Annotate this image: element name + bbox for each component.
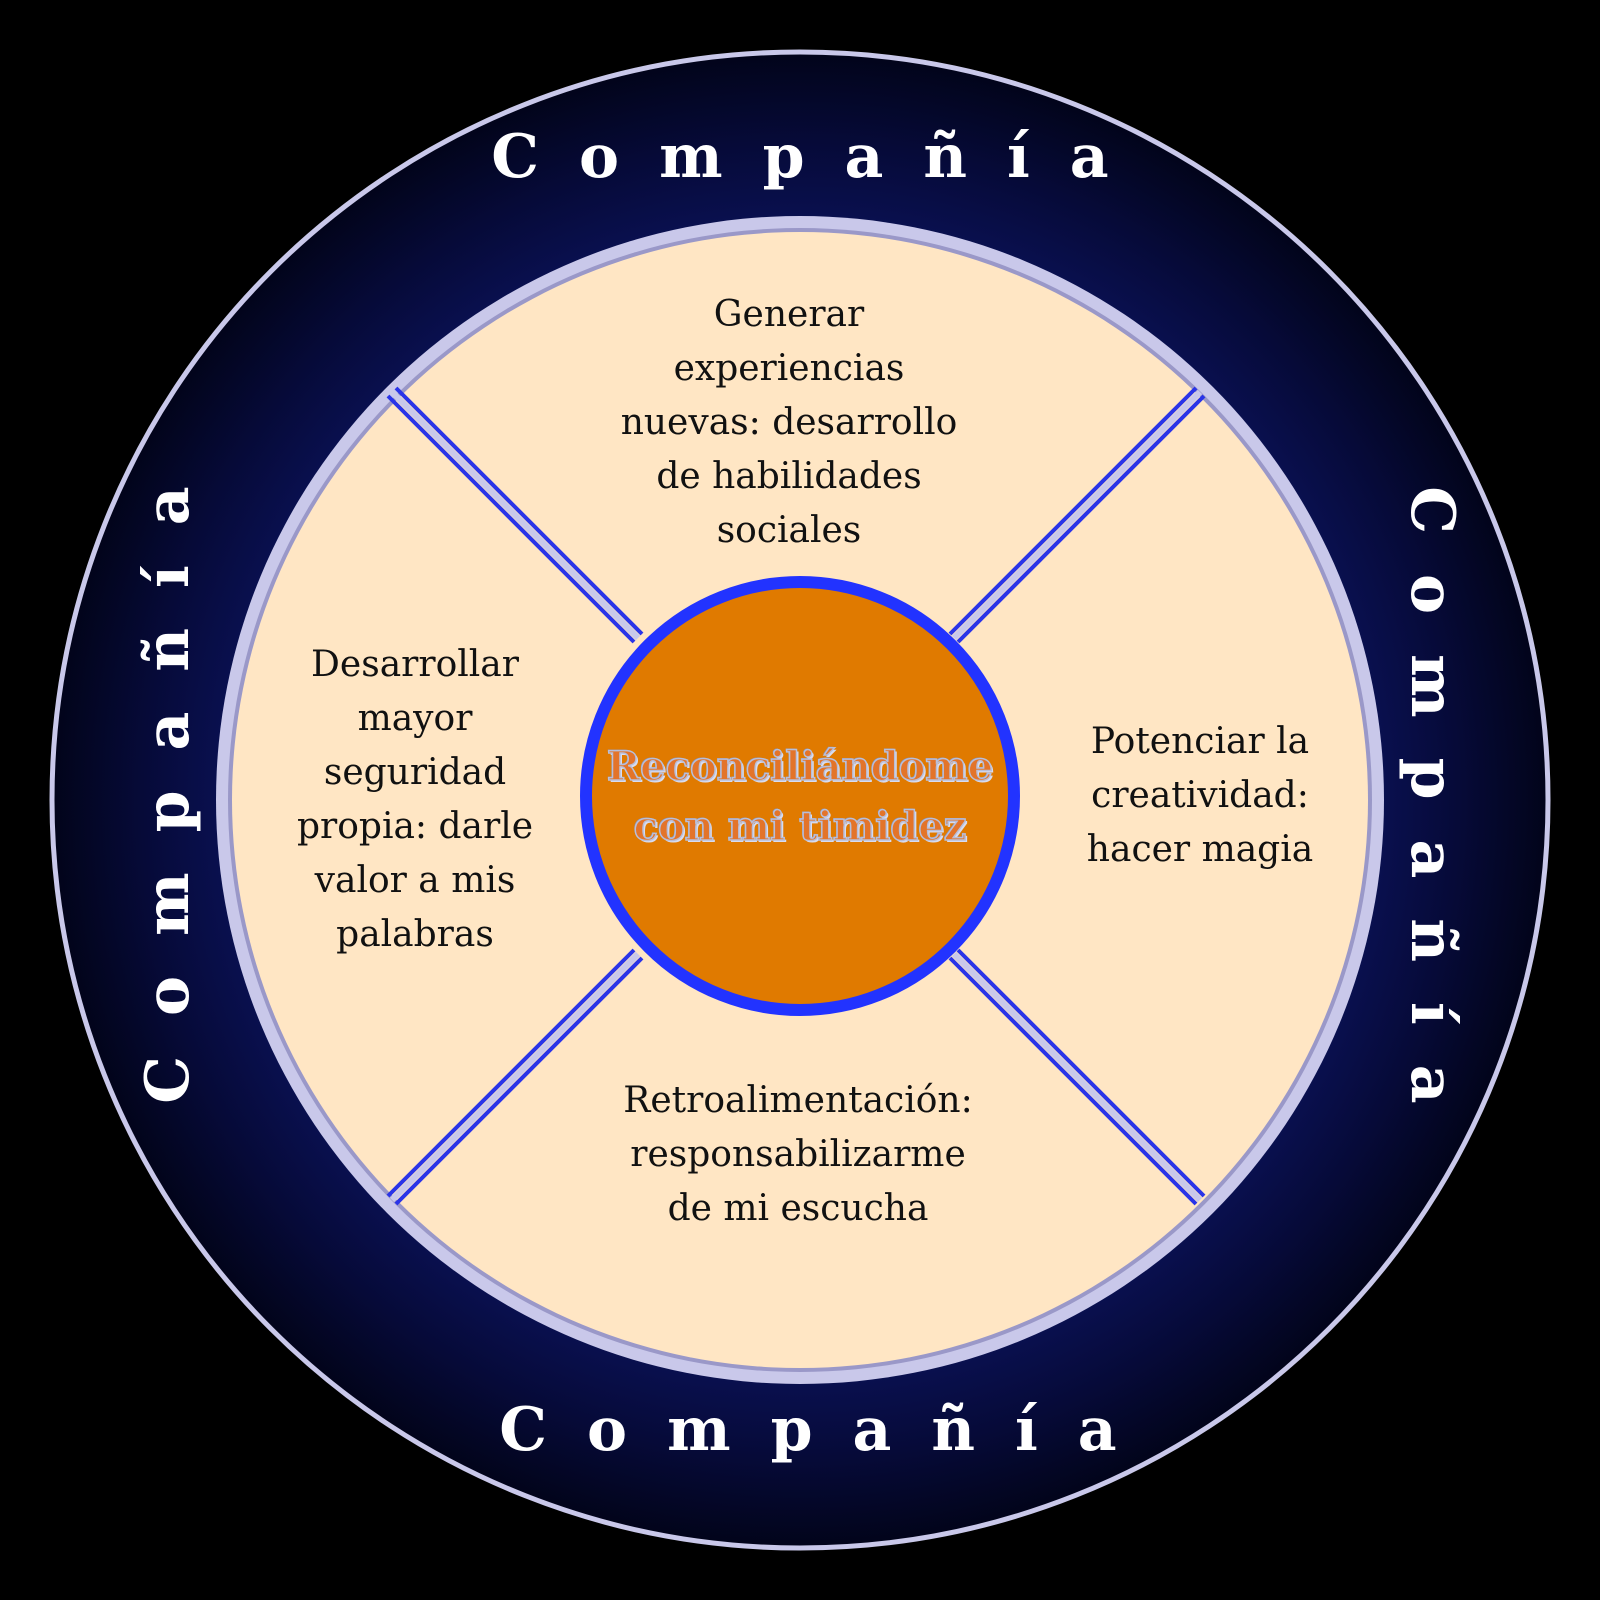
divider-se-a [948, 956, 1198, 1206]
segment-right-line: Potenciar la [1090, 721, 1310, 762]
divider-nw-a [394, 386, 644, 636]
segment-top-line: Generar [713, 294, 865, 335]
ring-label-left: Compañía [133, 446, 203, 1104]
divider-sw-b [386, 948, 636, 1198]
segment-right-text: Potenciar la creatividad: hacer magia [1055, 715, 1345, 877]
segment-right-line: hacer magia [1086, 829, 1314, 870]
segment-left-line: seguridad [323, 752, 507, 793]
divider-se-b [956, 948, 1206, 1198]
divider-ne-a [948, 386, 1198, 636]
divider-nw-b [386, 394, 636, 644]
segment-bottom-line: Retroalimentación: [623, 1080, 973, 1121]
segment-top-line: nuevas: desarrollo [620, 402, 958, 443]
segment-left-text: Desarrollar mayor seguridad propia: darl… [270, 638, 560, 962]
segment-top-text: Generar experiencias nuevas: desarrollo … [589, 288, 989, 558]
center-title: Reconciliándome con mi timidez [580, 737, 1020, 857]
divider-ne-b [956, 394, 1206, 644]
segment-bottom-line: responsabilizarme [630, 1134, 966, 1175]
ring-label-right: Compañía [1397, 486, 1467, 1144]
ring-label-bottom: Compañía [499, 1395, 1157, 1465]
segment-left-line: palabras [336, 914, 494, 955]
segment-top-line: de habilidades [656, 456, 922, 497]
segment-top-line: sociales [716, 510, 862, 551]
center-title-line1: Reconciliándome [606, 742, 994, 791]
segment-right-line: creatividad: [1091, 775, 1309, 816]
center-circle [580, 576, 1020, 1016]
ring-label-top: Compañía [491, 122, 1149, 192]
segment-left-line: valor a mis [314, 860, 516, 901]
segment-left-line: mayor [357, 698, 473, 739]
segment-left-line: propia: darle [296, 806, 534, 847]
segment-left-line: Desarrollar [311, 644, 519, 685]
segment-bottom-text: Retroalimentación: responsabilizarme de … [588, 1074, 1008, 1236]
dividers [386, 386, 1206, 1206]
center-title-line2: con mi timidez [633, 802, 967, 851]
divider-sw-a [394, 956, 644, 1206]
segment-bottom-line: de mi escucha [667, 1188, 929, 1229]
segment-top-line: experiencias [673, 348, 905, 389]
divider-fills [389, 389, 1203, 1203]
